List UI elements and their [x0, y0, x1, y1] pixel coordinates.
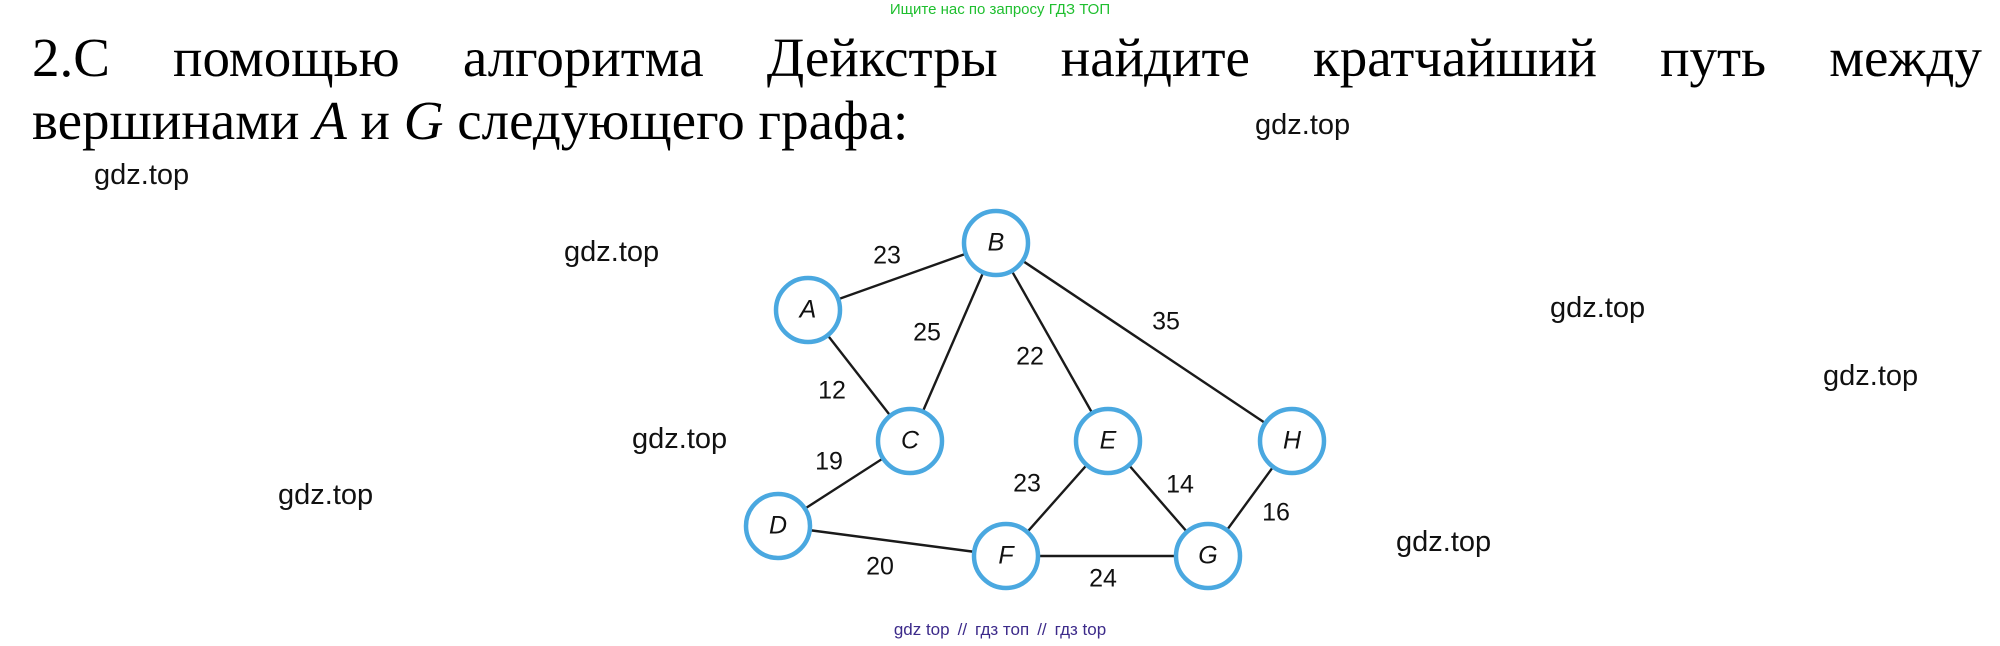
footer-separator: // — [957, 620, 968, 639]
task-text-part: и — [360, 90, 390, 151]
node-f — [971, 521, 1041, 591]
footer-separator: // — [1037, 620, 1047, 639]
task-word: помощью — [173, 27, 400, 88]
task-text-part: вершинами — [32, 90, 300, 151]
node-label-f: F — [998, 542, 1015, 570]
edge-weight-b-h: 35 — [1152, 308, 1180, 336]
task-line-1: 2.С помощью алгоритма Дейкстры найдите к… — [32, 26, 1982, 89]
watermark: gdz.top — [1823, 360, 1919, 392]
edge-weight-a-c: 12 — [818, 377, 846, 405]
edge-weight-f-g: 24 — [1089, 565, 1117, 593]
node-label-e: E — [1100, 427, 1117, 455]
edge-weight-a-b: 23 — [873, 242, 901, 270]
watermark: gdz.top — [564, 236, 660, 268]
edge-weight-b-e: 22 — [1016, 343, 1044, 371]
task-word: алгоритма — [462, 27, 704, 88]
watermark: gdz.top — [94, 159, 190, 191]
task-word: 2.С — [32, 27, 110, 88]
node-d — [743, 491, 813, 561]
task-word: Дейкстры — [766, 27, 998, 88]
edge-weight-c-d: 19 — [815, 448, 843, 476]
vertex-g-variable: G — [403, 90, 444, 151]
task-word: кратчайший — [1313, 27, 1597, 88]
edge-weight-h-g: 16 — [1262, 499, 1290, 527]
task-text: 2.С помощью алгоритма Дейкстры найдите к… — [32, 26, 1982, 152]
node-label-h: H — [1283, 427, 1302, 455]
watermark: gdz.top — [1396, 526, 1492, 558]
edge-weight-d-f: 20 — [866, 553, 894, 581]
edge-d-f — [777, 524, 1007, 558]
node-a — [773, 275, 843, 345]
edge-weight-b-c: 25 — [913, 319, 941, 347]
node-label-a: A — [798, 296, 817, 324]
watermark: gdz.top — [1255, 109, 1351, 141]
watermark: gdz.top — [278, 479, 374, 511]
node-g — [1173, 521, 1243, 591]
watermark: gdz.top — [632, 423, 728, 455]
edge-weight-e-f: 23 — [1013, 470, 1041, 498]
node-c — [875, 406, 945, 476]
node-label-b: B — [988, 229, 1005, 257]
vertex-a-variable: A — [313, 90, 347, 151]
watermark: gdz.top — [1550, 292, 1646, 324]
edge-b-e — [994, 242, 1110, 442]
task-word: между — [1829, 27, 1982, 88]
footer-links: gdz top // гдз топ // гдз top — [0, 620, 2000, 640]
footer-link-gdz-top-mixed[interactable]: гдз top — [1054, 620, 1107, 639]
task-text-part: следующего графа: — [457, 90, 909, 151]
task-line-2: вершинами A и G следующего графа: — [32, 89, 1982, 152]
edge-b-c — [908, 242, 998, 442]
node-b — [961, 208, 1031, 278]
footer-link-gdz-top[interactable]: gdz top — [893, 620, 950, 639]
node-label-g: G — [1198, 542, 1217, 570]
node-label-d: D — [769, 512, 787, 540]
footer-link-gdz-top-ru[interactable]: гдз топ — [975, 620, 1030, 639]
edge-weight-e-g: 14 — [1166, 471, 1194, 499]
task-word: найдите — [1060, 27, 1250, 88]
top-banner[interactable]: Ищите нас по запросу ГДЗ ТОП — [889, 1, 1111, 18]
edge-b-h — [995, 242, 1293, 442]
node-h — [1257, 406, 1327, 476]
node-label-c: C — [901, 427, 920, 455]
task-word: путь — [1660, 27, 1767, 88]
node-e — [1073, 406, 1143, 476]
